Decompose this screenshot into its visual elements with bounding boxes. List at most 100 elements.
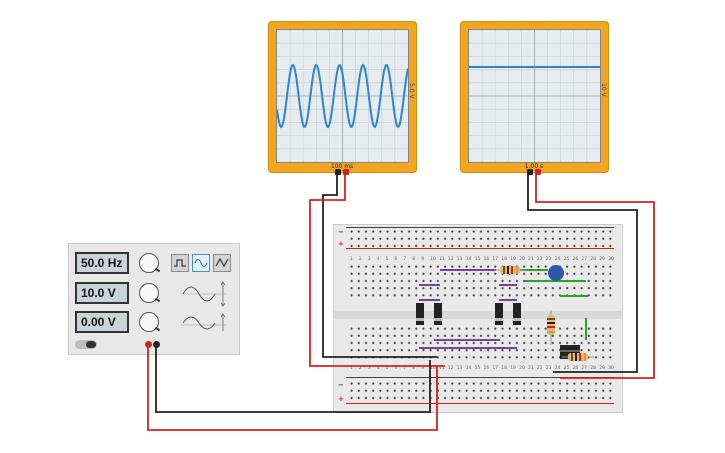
function-generator[interactable]: 50.0 Hz 10.0 V 0.00 V	[68, 243, 240, 355]
column-number: 23	[546, 365, 552, 371]
column-number: 4	[377, 256, 380, 262]
column-number: 25	[564, 365, 570, 371]
diode[interactable]	[495, 303, 503, 325]
column-number: 19	[510, 365, 516, 371]
diode[interactable]	[416, 303, 424, 325]
capacitor[interactable]	[548, 265, 564, 281]
scope-screen	[276, 29, 409, 163]
scope-grid	[469, 30, 600, 162]
column-number: 8	[412, 365, 415, 371]
wire-black[interactable]	[322, 173, 437, 358]
column-number: 30	[608, 365, 614, 371]
column-number: 17	[492, 256, 498, 262]
column-number: 13	[457, 365, 463, 371]
column-number: 17	[492, 365, 498, 371]
diode[interactable]	[434, 303, 442, 325]
frequency-knob[interactable]	[139, 253, 159, 273]
column-number: 3	[368, 365, 371, 371]
oscilloscope-left[interactable]: 5.0 V 100 ms	[268, 21, 417, 175]
column-number: 6	[395, 365, 398, 371]
column-number: 13	[457, 256, 463, 262]
column-number: 1	[350, 365, 353, 371]
triangle-wave-button[interactable]	[213, 254, 231, 272]
column-number: 12	[448, 256, 454, 262]
resistor[interactable]	[547, 310, 555, 345]
column-number: 11	[439, 365, 445, 371]
column-number: 24	[555, 365, 561, 371]
column-number: 29	[599, 256, 605, 262]
column-number: 10	[430, 256, 436, 262]
resistor[interactable]	[562, 353, 594, 361]
rail-plus-label: +	[338, 240, 344, 248]
diode[interactable]	[513, 303, 521, 325]
column-number: 18	[501, 256, 507, 262]
column-number: 27	[581, 256, 587, 262]
column-number: 26	[573, 256, 579, 262]
column-number: 24	[555, 256, 561, 262]
square-wave-button[interactable]	[171, 254, 189, 272]
column-number: 28	[590, 256, 596, 262]
wire-black[interactable]	[527, 173, 638, 373]
column-number: 15	[475, 365, 481, 371]
frequency-display: 50.0 Hz	[75, 252, 129, 274]
probe-terminal-red[interactable]	[343, 169, 349, 175]
probe-terminal-black[interactable]	[527, 169, 533, 175]
output-terminal-black[interactable]	[153, 341, 160, 348]
column-number: 5	[386, 365, 389, 371]
column-number: 29	[599, 365, 605, 371]
center-divider	[334, 311, 622, 319]
column-number: 15	[475, 256, 481, 262]
square-wave-icon	[174, 259, 186, 267]
column-number: 28	[590, 365, 596, 371]
column-number: 2	[359, 365, 362, 371]
rail-plus-label: +	[338, 395, 344, 403]
amplitude-indicator-icon	[181, 281, 227, 307]
offset-knob[interactable]	[139, 312, 159, 332]
column-number: 9	[421, 256, 424, 262]
amplitude-knob[interactable]	[139, 283, 159, 303]
wire-black[interactable]	[155, 345, 431, 413]
resistor[interactable]	[494, 266, 526, 274]
column-number: 30	[608, 256, 614, 262]
power-rail-top[interactable]	[348, 228, 612, 248]
column-number: 2	[359, 256, 362, 262]
output-terminal-red[interactable]	[145, 341, 152, 348]
volts-per-div-label: 10 V	[600, 83, 607, 97]
column-number: 19	[510, 256, 516, 262]
column-number: 20	[519, 256, 525, 262]
probe-terminal-black[interactable]	[335, 169, 341, 175]
scope-screen	[468, 29, 601, 163]
column-number: 25	[564, 256, 570, 262]
column-number: 1	[350, 256, 353, 262]
column-number: 5	[386, 256, 389, 262]
probe-terminal-red[interactable]	[535, 169, 541, 175]
sine-wave-button[interactable]	[192, 254, 210, 272]
power-rail-bottom[interactable]	[348, 380, 612, 400]
column-number: 7	[403, 256, 406, 262]
column-number: 26	[573, 365, 579, 371]
time-per-div-label: 1.00 s	[524, 163, 544, 170]
column-number: 18	[501, 365, 507, 371]
column-number: 23	[546, 256, 552, 262]
oscilloscope-right[interactable]: 10 V 1.00 s	[460, 21, 609, 175]
sine-wave-icon	[194, 258, 208, 268]
column-number: 10	[430, 365, 436, 371]
column-number: 12	[448, 365, 454, 371]
wire-red[interactable]	[535, 173, 655, 379]
column-number: 22	[537, 365, 543, 371]
rail-minus-label: −	[338, 381, 344, 389]
column-number: 9	[421, 365, 424, 371]
wire-red[interactable]	[147, 345, 438, 431]
power-switch[interactable]	[75, 340, 97, 349]
column-number: 6	[395, 256, 398, 262]
amplitude-display: 10.0 V	[75, 282, 129, 304]
column-number: 14	[466, 256, 472, 262]
time-per-div-label: 100 ms	[330, 163, 354, 170]
wire-red[interactable]	[309, 173, 445, 367]
triangle-wave-icon	[215, 257, 229, 268]
volts-per-div-label: 5.0 V	[408, 83, 415, 99]
column-number: 16	[484, 256, 490, 262]
